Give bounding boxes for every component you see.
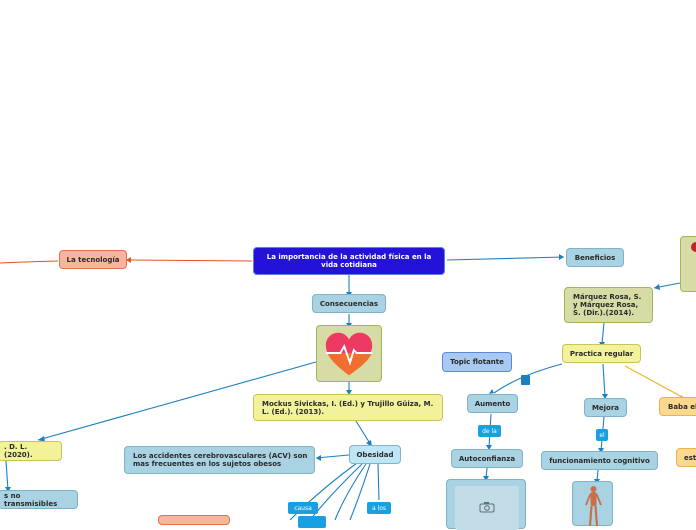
image-placeholder-node[interactable] [446, 479, 526, 530]
node-practica-regular[interactable]: Practica regular [562, 344, 641, 363]
human-body-icon [585, 486, 602, 527]
node-beneficios[interactable]: Beneficios [566, 248, 624, 267]
node-dl2020[interactable]: . D. L. (2020). [0, 441, 62, 461]
tag-causa: causa [288, 502, 318, 514]
main-topic[interactable]: La importancia de la actividad física en… [253, 247, 445, 275]
camera-icon [479, 502, 495, 513]
node-consecuencias[interactable]: Consecuencias [312, 294, 386, 313]
node-mockus[interactable]: Mockus Sivickas, I. (Ed.) y Trujillo Güi… [253, 394, 443, 421]
right-image-node[interactable] [680, 236, 696, 292]
node-est[interactable]: est [676, 448, 696, 467]
node-autoconfianza[interactable]: Autoconfianza [451, 449, 523, 468]
node-acv[interactable]: Los accidentes cerebrovasculares (ACV) s… [124, 446, 315, 474]
node-baba[interactable]: Baba el [659, 397, 696, 416]
node-aumento[interactable]: Aumento [467, 394, 518, 413]
tag-a-los: a los [367, 502, 391, 514]
tag-de-la: de la [478, 425, 501, 437]
node-partial-bottom[interactable] [158, 515, 230, 525]
node-no-transmisibles[interactable]: s no transmisibles [0, 490, 78, 509]
body-image-node[interactable] [572, 481, 613, 527]
node-obesidad[interactable]: Obesidad [349, 445, 401, 464]
tag-partial [298, 516, 326, 528]
node-topic-flotante[interactable]: Topic flotante [442, 352, 512, 372]
node-tecnologia[interactable]: La tecnología [59, 250, 127, 269]
node-mejora[interactable]: Mejora [584, 398, 627, 417]
heart-with-pulse-icon [325, 332, 373, 376]
tag-el: el [596, 429, 608, 441]
node-marquez[interactable]: Márquez Rosa, S. y Márquez Rosa, S. (Dir… [564, 287, 653, 323]
heart-image-node[interactable] [316, 325, 382, 382]
node-funcionamiento-cognitivo[interactable]: funcionamiento cognitivo [541, 451, 658, 470]
heart-icon [691, 242, 696, 252]
